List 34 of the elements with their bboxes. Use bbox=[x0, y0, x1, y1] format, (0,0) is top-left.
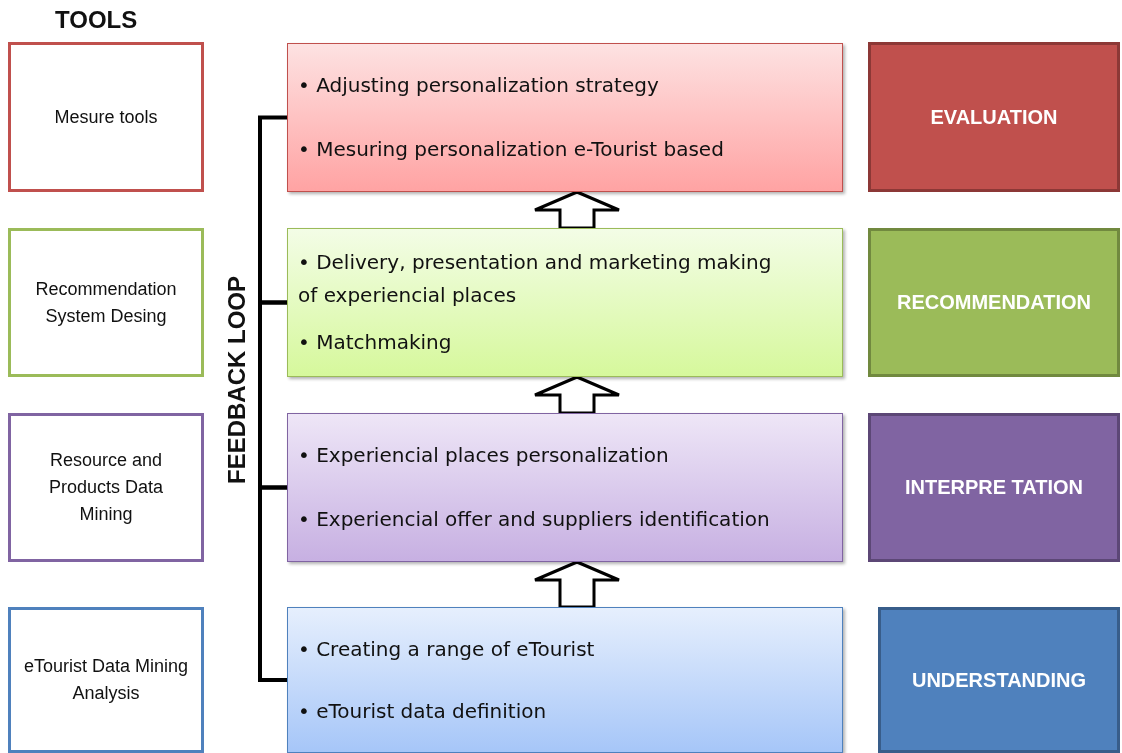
tool-label: Recommendation System Desing bbox=[34, 277, 178, 328]
block-arrow bbox=[533, 560, 621, 609]
bullet-item: • Experiencial offer and suppliers identification bbox=[298, 505, 770, 533]
bullet-item: • eTourist data definition bbox=[298, 697, 547, 725]
stage-content-box bbox=[287, 228, 843, 377]
stage-box bbox=[868, 228, 1120, 377]
tool-box bbox=[8, 42, 204, 192]
stage-content-box bbox=[287, 43, 843, 192]
stage-title: UNDERSTANDING bbox=[911, 668, 1087, 692]
tool-box bbox=[8, 413, 204, 562]
block-arrow bbox=[533, 190, 621, 230]
bullet-item: • Delivery, presentation and marketing making of experiencial places bbox=[298, 249, 773, 309]
bullet-item: • Creating a range of eTourist bbox=[298, 635, 595, 663]
block-arrow bbox=[533, 375, 621, 415]
stage-title: RECOMMENDATION bbox=[896, 291, 1092, 314]
stage-content-box bbox=[287, 413, 843, 562]
tool-box bbox=[8, 607, 204, 753]
bullet-item: • Mesuring personalization e-Tourist based bbox=[298, 135, 724, 163]
feedback-connector bbox=[258, 485, 287, 682]
tool-label: eTourist Data Mining Analysis bbox=[22, 655, 190, 705]
tool-box bbox=[8, 228, 204, 377]
stage-box bbox=[868, 413, 1120, 562]
tool-label: Resource and Products Data Mining bbox=[47, 449, 165, 526]
stage-box bbox=[878, 607, 1120, 753]
bullet-item: • Adjusting personalization strategy bbox=[298, 72, 659, 100]
tool-label: Mesure tools bbox=[53, 105, 159, 129]
stage-title: EVALUATION bbox=[930, 105, 1058, 129]
stage-box bbox=[868, 42, 1120, 192]
stage-title: INTERPRE TATION bbox=[904, 476, 1084, 499]
bullet-item: • Experiencial places personalization bbox=[298, 442, 669, 470]
bullet-item: • Matchmaking bbox=[298, 329, 452, 356]
stage-content-box bbox=[287, 607, 843, 753]
column-heading: TOOLS bbox=[55, 6, 138, 34]
feedback-loop-label: FEEDBACK LOOP bbox=[223, 276, 251, 484]
